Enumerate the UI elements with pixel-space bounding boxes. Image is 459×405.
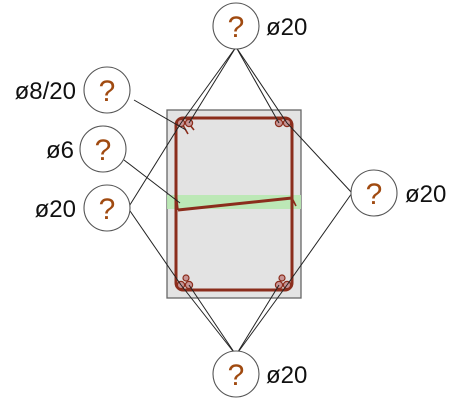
label-stirrup: ø8/20 [15,78,76,105]
label-tie: ø6 [46,137,74,164]
bar-bottom-mid-2 [278,274,286,282]
callout-bottom[interactable]: ? ø20 [212,350,307,398]
question-mark-top: ? [228,11,245,44]
question-mark-bottom: ? [228,359,245,392]
question-bubble-top[interactable] [212,2,260,50]
callout-left[interactable]: ? ø20 [35,184,131,232]
question-bubble-tie[interactable] [79,125,127,173]
callout-tie[interactable]: ? ø6 [46,125,127,173]
question-mark-stirrup: ? [99,75,116,108]
label-bottom: ø20 [266,362,307,389]
stirrup-rebar [174,116,294,292]
tie-hook-right [291,197,297,207]
question-mark-tie: ? [95,134,112,167]
question-mark-right: ? [366,178,383,211]
label-left: ø20 [35,196,76,223]
callout-right[interactable]: ? ø20 [350,169,446,217]
question-mark-left: ? [99,193,116,226]
bar-bottom-mid [182,274,190,282]
tie-rebar [177,196,293,212]
leader-lines [123,46,353,356]
highlight-band [167,195,301,209]
callout-stirrup[interactable]: ? ø8/20 [15,66,131,114]
question-bubble-right[interactable] [350,169,398,217]
label-top: ø20 [266,14,307,41]
label-right: ø20 [405,181,446,208]
question-bubble-bottom[interactable] [212,350,260,398]
question-bubble-stirrup[interactable] [83,66,131,114]
question-bubble-left[interactable] [83,184,131,232]
callout-top[interactable]: ? ø20 [212,2,307,50]
